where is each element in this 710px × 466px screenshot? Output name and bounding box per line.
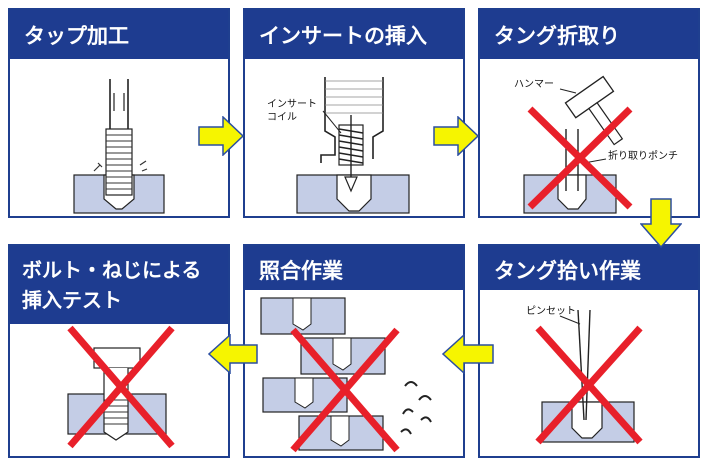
- arrow-tap-to-insert: [198, 116, 244, 156]
- tap-illustration: [10, 59, 228, 216]
- bolt-test-drawing: [67, 325, 175, 449]
- panel-insert: インサートの挿入 インサート コイル: [243, 8, 465, 218]
- panel-title: 照合作業: [245, 246, 463, 290]
- bolt-threads: [104, 399, 128, 425]
- tap-flutes: [113, 93, 125, 111]
- punch-label: 折り取りポンチ: [608, 149, 678, 162]
- matching-drawing: [260, 297, 432, 453]
- tang-break-drawing: ハンマー 折り取りポンチ: [514, 75, 678, 214]
- title-line: タップ加工: [24, 24, 129, 48]
- tang-pick-drawing: ピンセット: [526, 305, 643, 445]
- tang-break-illustration: ハンマー 折り取りポンチ: [480, 59, 698, 216]
- arrow-tang-break-to-tang-pick: [640, 198, 682, 248]
- tap-shank: [109, 79, 129, 129]
- arrow-right-icon: [433, 116, 479, 156]
- reject-cross: [67, 325, 175, 449]
- reject-cross: [527, 106, 633, 210]
- mandrel-arrowhead: [344, 176, 358, 193]
- test-blocks: [260, 297, 386, 451]
- arrow-insert-to-tang-break: [433, 116, 479, 156]
- chips: [93, 160, 148, 172]
- matching-illustration: [245, 290, 463, 456]
- insert-illustration: インサート コイル: [245, 59, 463, 216]
- coil-label-line2: コイル: [267, 112, 297, 123]
- tweezers-label: ピンセット: [526, 305, 576, 317]
- panel-bolt-test: ボルト・ねじによる 挿入テスト: [8, 244, 230, 458]
- tweezers-icon: [577, 309, 591, 421]
- loose-tangs: [400, 381, 432, 435]
- title-line: 照合作業: [259, 259, 343, 283]
- tweezers-leader: [559, 315, 581, 325]
- insert-drawing: インサート コイル: [267, 77, 410, 214]
- arrow-left-icon: [208, 334, 258, 374]
- panel-title: ボルト・ねじによる 挿入テスト: [10, 246, 228, 324]
- panel-tang-pick: タング拾い作業 ピンセット: [478, 244, 700, 458]
- reject-cross: [535, 325, 643, 445]
- coil-leader: [322, 110, 342, 134]
- hammer-leader: [559, 88, 577, 94]
- title-line: タング折取り: [494, 24, 620, 48]
- tap-drawing: [73, 79, 165, 214]
- threaded-hole: [557, 174, 587, 210]
- panel-tang-break: タング折取り ハンマー 折り取りポンチ: [478, 8, 700, 218]
- panel-tap: タップ加工: [8, 8, 230, 218]
- title-line-1: ボルト・ねじによる: [22, 258, 202, 282]
- panel-matching: 照合作業: [243, 244, 465, 458]
- arrow-left-icon: [442, 334, 494, 374]
- hammer-label: ハンマー: [514, 79, 554, 90]
- title-line: インサートの挿入: [259, 24, 427, 48]
- tap-thread-lines: [106, 134, 132, 190]
- reject-cross: [290, 327, 400, 453]
- bolt-test-illustration: [10, 324, 228, 456]
- arrow-right-icon: [198, 116, 244, 156]
- arrow-tang-pick-to-matching: [442, 334, 494, 374]
- title-line: タング拾い作業: [494, 259, 641, 283]
- threaded-hole: [336, 174, 372, 212]
- insert-tool-body: [320, 77, 384, 163]
- panel-title: タング折取り: [480, 10, 698, 59]
- panel-title: インサートの挿入: [245, 10, 463, 59]
- tap-threaded-body: [105, 128, 133, 196]
- title-line-2: 挿入テスト: [22, 288, 122, 312]
- hammer-icon: [564, 75, 624, 146]
- block-holes: [292, 297, 352, 447]
- coil-label-line1: インサート: [267, 98, 317, 110]
- panel-title: タング拾い作業: [480, 246, 698, 290]
- tang-pick-illustration: ピンセット: [480, 290, 698, 456]
- panel-title: タップ加工: [10, 10, 228, 59]
- arrow-down-icon: [640, 198, 682, 248]
- tool-knurl: [325, 80, 383, 114]
- arrow-matching-to-bolt-test: [208, 334, 258, 374]
